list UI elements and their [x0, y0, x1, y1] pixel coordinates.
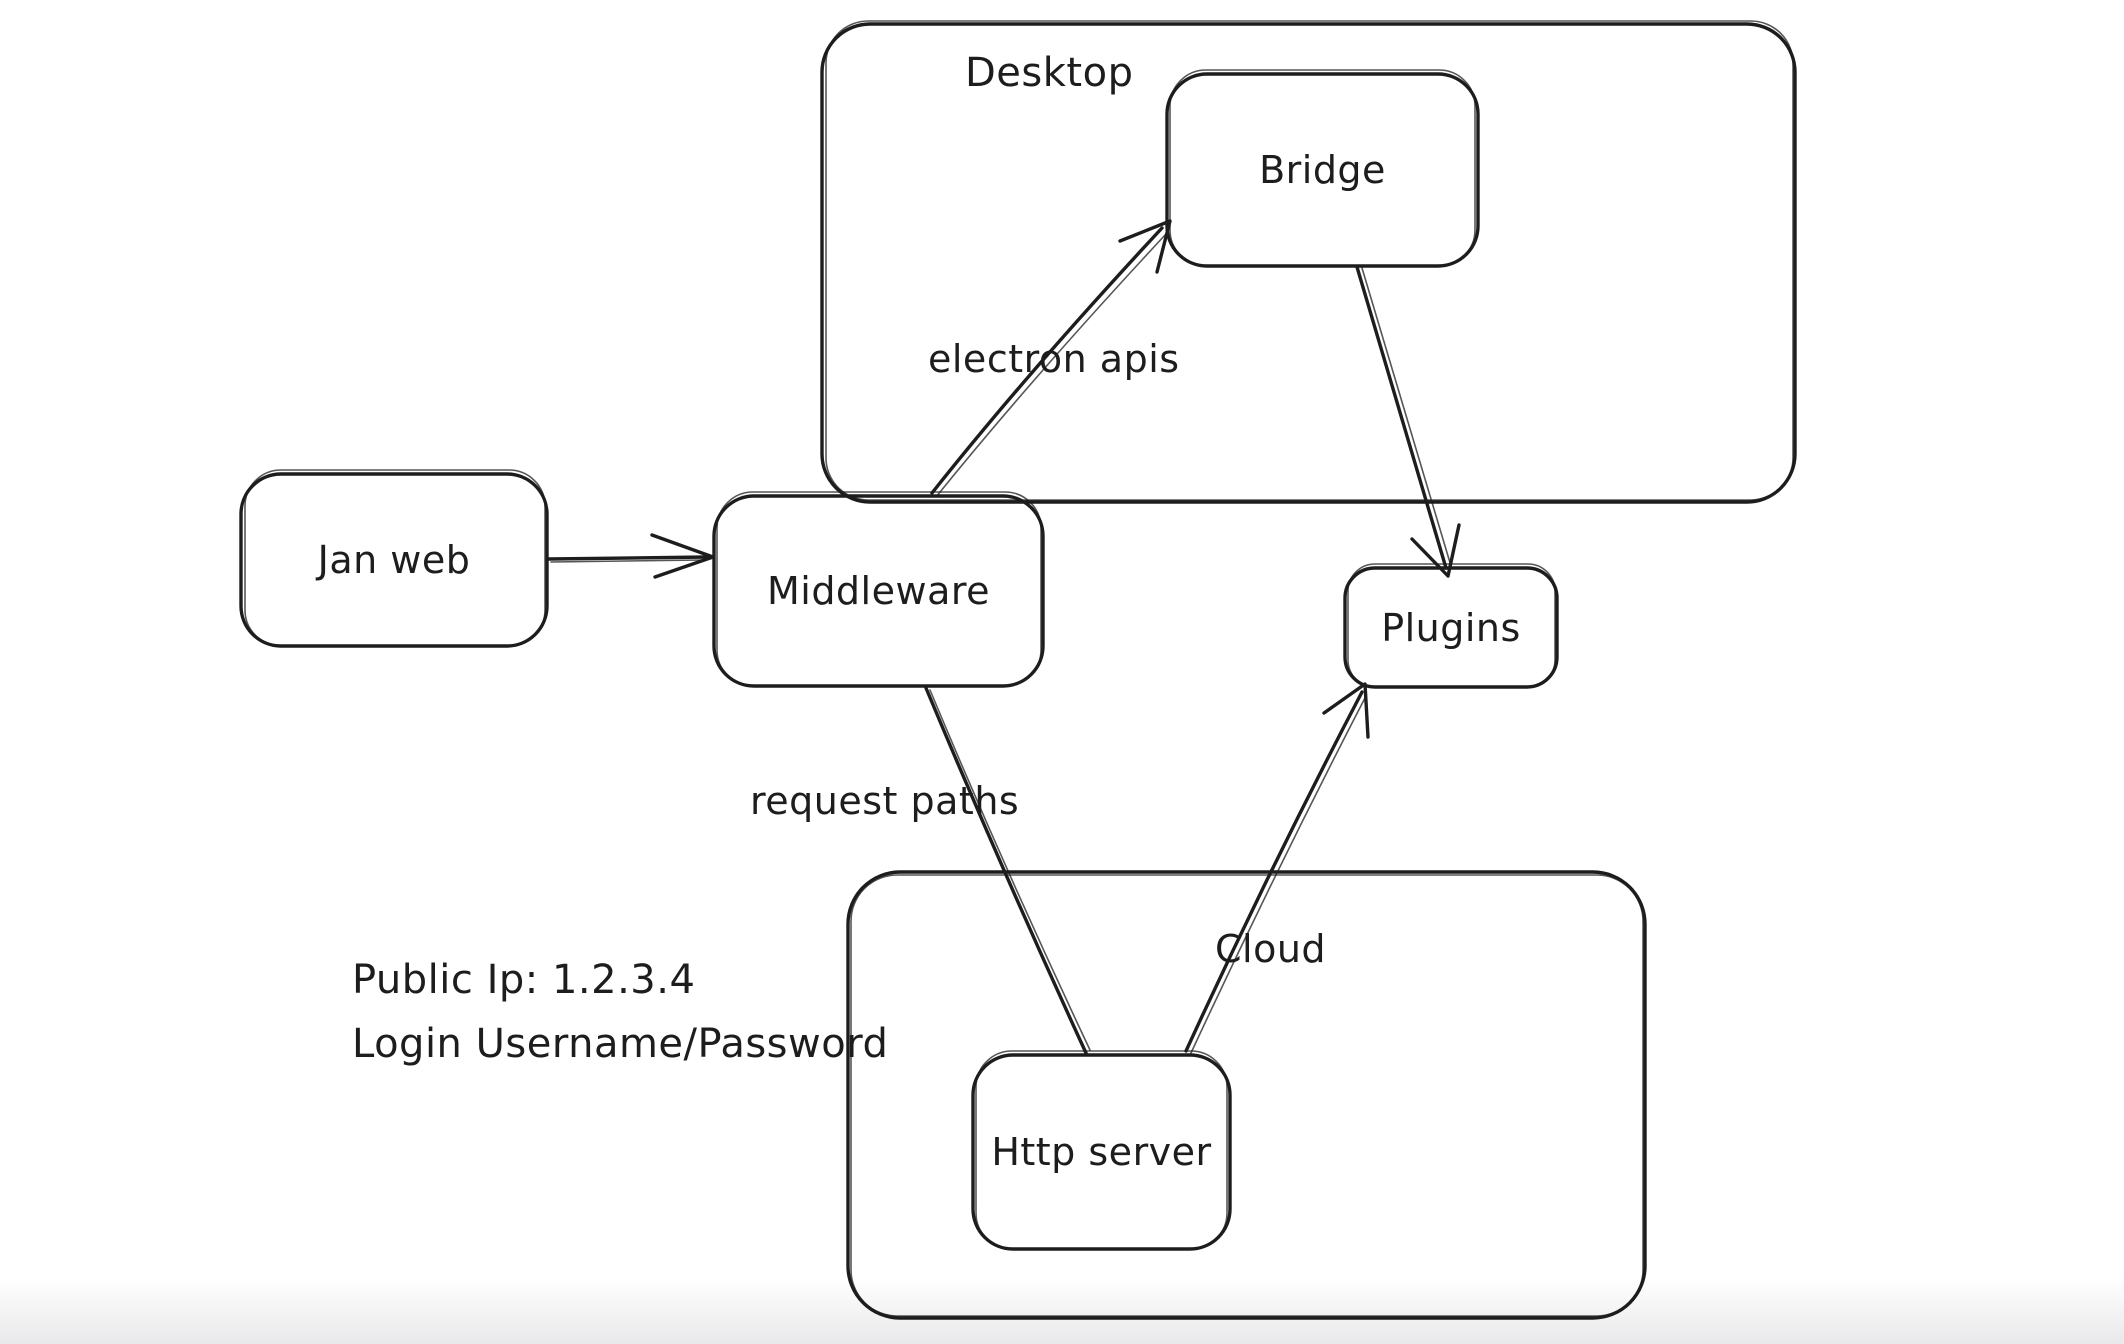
cloud-container-outline[interactable] [846, 870, 1647, 1320]
desktop-container-outline-sketch [825, 20, 1794, 501]
arrow-middleware-to-httpserver-line-sketch [929, 689, 1091, 1051]
desktop-container-outline[interactable] [820, 22, 1797, 504]
arrow-httpserver-to-plugins-line[interactable] [1184, 690, 1364, 1053]
arrow-middleware-to-bridge[interactable] [930, 219, 1172, 498]
middleware-node-label[interactable]: Middleware [766, 569, 991, 613]
jan-web-node-label[interactable]: Jan web [317, 538, 471, 582]
annotation-login[interactable]: Login Username/Password [352, 1021, 889, 1067]
edge-label-electron-apis[interactable]: electron apis [928, 337, 1180, 381]
edge-label-request-paths[interactable]: request paths [750, 779, 1020, 823]
bridge-node-label[interactable]: Bridge [1259, 148, 1386, 192]
arrow-middleware-to-httpserver-line[interactable] [924, 686, 1088, 1055]
http-server-node-outline-sketch [975, 1050, 1228, 1250]
arrow-bridge-to-plugins[interactable] [1355, 265, 1461, 578]
cloud-container-label[interactable]: Cloud [1215, 927, 1327, 971]
arrow-janweb-to-middleware[interactable] [547, 533, 715, 579]
cloud-container-outline-sketch [850, 874, 1644, 1317]
bridge-node-outline-sketch [1169, 69, 1476, 267]
arrow-bridge-to-plugins-line-sketch [1361, 267, 1452, 567]
jan-web-node-outline-sketch [244, 469, 546, 647]
arrow-janweb-to-middleware-head [650, 533, 715, 579]
arrow-middleware-to-bridge-head [1118, 219, 1172, 274]
arrow-bridge-to-plugins-line[interactable] [1355, 265, 1448, 570]
desktop-container[interactable] [820, 20, 1797, 504]
arrow-janweb-to-middleware-line[interactable] [547, 555, 710, 561]
arrow-httpserver-to-plugins[interactable] [1184, 682, 1370, 1054]
cloud-container[interactable] [846, 870, 1647, 1320]
arrow-middleware-to-bridge-line[interactable] [930, 226, 1164, 495]
middleware-node-outline-sketch [716, 491, 1042, 687]
desktop-container-label[interactable]: Desktop [965, 50, 1134, 96]
middleware-node[interactable] [712, 491, 1045, 688]
bridge-node[interactable] [1165, 69, 1480, 268]
plugins-node-label[interactable]: Plugins [1381, 605, 1521, 650]
http-server-node[interactable] [971, 1050, 1232, 1251]
arrow-middleware-to-httpserver[interactable] [924, 686, 1091, 1055]
annotation-public-ip[interactable]: Public Ip: 1.2.3.4 [352, 957, 696, 1003]
arrow-janweb-to-middleware-line-sketch [550, 559, 703, 563]
arrow-bridge-to-plugins-head [1410, 523, 1461, 578]
http-server-node-label[interactable]: Http server [991, 1130, 1212, 1174]
jan-web-node[interactable] [239, 469, 549, 648]
arrow-httpserver-to-plugins-head [1322, 682, 1370, 739]
arrow-middleware-to-bridge-line-sketch [935, 233, 1167, 498]
arrow-httpserver-to-plugins-line-sketch [1190, 695, 1367, 1054]
